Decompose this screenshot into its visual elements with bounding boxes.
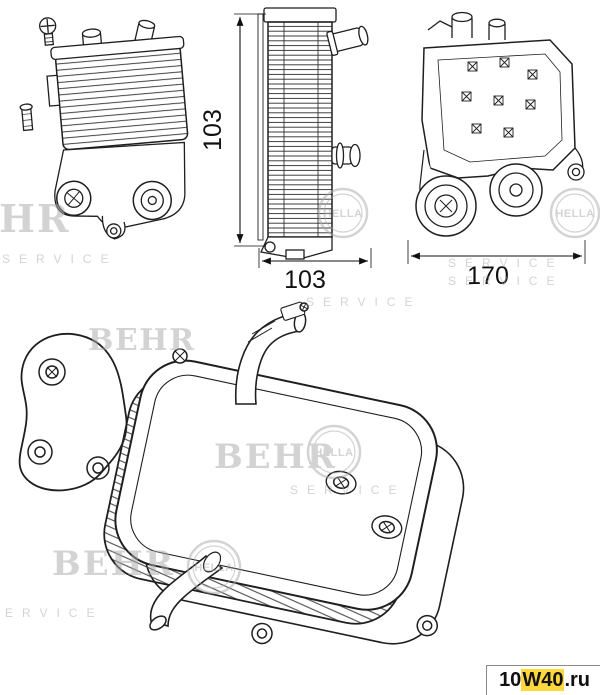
screw-icon xyxy=(39,17,57,46)
dimension-width-side: 103 xyxy=(258,248,372,294)
mounting-flange xyxy=(18,333,128,492)
hose-fitting xyxy=(427,11,506,40)
watermark-service: SERVICE xyxy=(448,256,563,270)
hella-logo: HELLA xyxy=(317,187,369,239)
site-suffix: .ru xyxy=(564,669,590,691)
watermark-behr: BEHR xyxy=(52,544,175,584)
dimension-height-label: 103 xyxy=(199,109,227,151)
site-watermark: 10W40.ru xyxy=(486,665,600,695)
dimension-width-label: 103 xyxy=(284,266,326,294)
plate-stack xyxy=(267,21,333,238)
core-top-plate xyxy=(50,35,185,61)
screw-icon xyxy=(172,348,188,364)
mount-boss xyxy=(415,149,477,237)
hose-fitting xyxy=(331,142,361,169)
site-highlight: W40 xyxy=(521,669,565,691)
mount-tab xyxy=(567,147,585,181)
hose-fitting xyxy=(326,25,369,56)
watermark-service: SERVICE xyxy=(448,274,563,288)
flange-hole xyxy=(86,456,110,480)
view-rear xyxy=(415,11,585,237)
bolt-icon xyxy=(19,103,34,132)
mount-boss xyxy=(489,163,543,217)
watermark-behr: BEHR xyxy=(0,196,71,241)
hella-logo: HELLA xyxy=(549,187,600,239)
svg-text:HELLA: HELLA xyxy=(194,562,233,574)
hose-fitting-bottom xyxy=(149,551,224,631)
site-prefix: 10 xyxy=(499,669,522,691)
watermark-service: SERVICE xyxy=(290,483,405,497)
view-front xyxy=(19,17,189,240)
mount-boss xyxy=(56,180,92,217)
dimension-rear-label: 170 xyxy=(467,262,509,290)
flange-hole xyxy=(38,358,66,386)
watermark-service: SERVICE xyxy=(0,606,103,620)
hose-fitting-top xyxy=(234,301,309,405)
watermark-service: SERVICE xyxy=(2,252,117,266)
flange-hole xyxy=(27,439,53,465)
watermark-layer: BEHR SERVICE HELLA HELLA SERVICE SERVICE… xyxy=(0,187,600,620)
screw-boss xyxy=(371,515,403,540)
dimension-height: 103 xyxy=(199,13,266,247)
bolt-heads xyxy=(461,57,538,138)
view-side xyxy=(257,7,369,260)
dimension-width-rear: 170 xyxy=(407,240,586,290)
svg-text:HELLA: HELLA xyxy=(323,208,362,220)
mount-hole xyxy=(251,614,438,645)
watermark-behr: BEHR xyxy=(88,323,196,358)
svg-text:HELLA: HELLA xyxy=(314,447,353,459)
mount-tab xyxy=(101,215,126,240)
svg-text:HELLA: HELLA xyxy=(555,208,594,220)
mount-foot xyxy=(260,236,333,260)
hella-logo: HELLA xyxy=(306,424,362,480)
mount-boss xyxy=(132,180,173,221)
hella-logo: HELLA xyxy=(186,539,242,595)
watermark-service: SERVICE xyxy=(306,295,421,309)
rear-plate xyxy=(421,39,576,179)
oil-cooler-core xyxy=(54,44,189,151)
